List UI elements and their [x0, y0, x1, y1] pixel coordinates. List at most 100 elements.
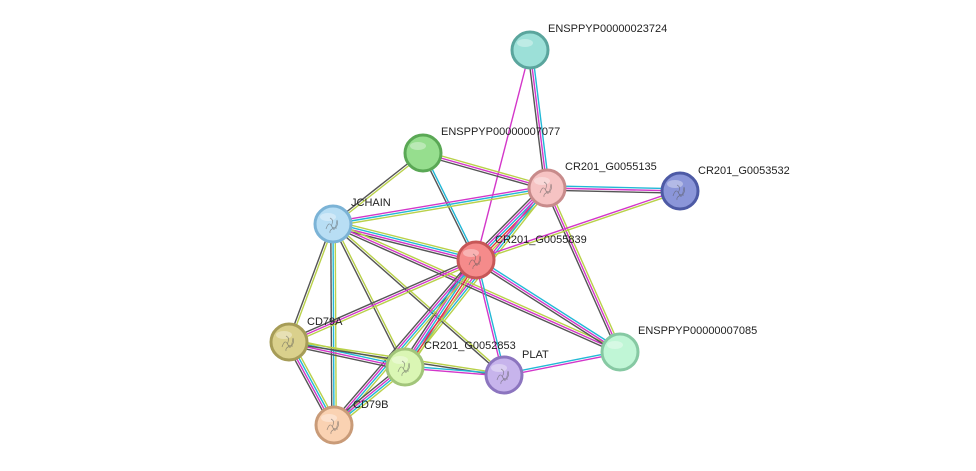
edge-ensppyp00000007077-cr201-g0055135[interactable] [422, 150, 548, 191]
nodes-layer [269, 30, 700, 445]
node-label-cd79a: CD79A [307, 316, 343, 328]
edge-evidence-line [331, 224, 504, 377]
edge-evidence-line [289, 338, 406, 365]
node-ensppyp00000007077[interactable] [403, 133, 443, 173]
edge-evidence-line [333, 189, 548, 227]
protein-structure-icon [397, 360, 410, 377]
node-ensppyp00000007085[interactable] [600, 332, 640, 372]
edge-evidence-line [333, 220, 477, 258]
node-highlight [607, 341, 623, 349]
edge-jchain-cr201-g0055839[interactable] [332, 220, 477, 264]
edge-evidence-line [422, 152, 548, 189]
edge-cd79a-cr201-g0052853[interactable] [288, 338, 406, 371]
edge-evidence-line [503, 350, 620, 375]
edge-evidence-line [289, 261, 478, 345]
node-circle [456, 240, 496, 280]
node-cr201-g0055135[interactable] [527, 168, 567, 208]
node-label-ensppyp00000023724: ENSPPYP00000023724 [548, 23, 667, 35]
edge-evidence-line [531, 49, 550, 188]
edge-ensppyp00000023724-cr201-g0055839[interactable] [475, 49, 531, 261]
edge-evidence-line [546, 187, 621, 353]
edge-evidence-line [476, 259, 506, 375]
edges-layer [285, 49, 681, 429]
edge-jchain-cr201-g0052853[interactable] [331, 223, 407, 368]
node-cd79a[interactable] [269, 322, 309, 362]
edge-evidence-line [333, 222, 477, 260]
edge-evidence-line [529, 49, 548, 189]
edge-evidence-line [474, 261, 620, 355]
node-highlight [463, 249, 479, 257]
edge-cr201-g0053532-cr201-g0055839[interactable] [475, 189, 681, 262]
edge-evidence-line [331, 225, 620, 355]
edge-evidence-line [287, 223, 333, 342]
edge-evidence-line [422, 154, 547, 191]
node-label-cr201-g0055839: CR201_G0055839 [495, 234, 587, 246]
edge-evidence-line [408, 262, 481, 370]
node-circle [660, 171, 700, 211]
edge-jchain-ensppyp00000007085[interactable] [331, 221, 622, 355]
edge-evidence-line [332, 185, 547, 223]
edge-evidence-line [406, 260, 479, 369]
edge-evidence-line [333, 223, 407, 367]
edge-cr201-g0055839-cd79a[interactable] [287, 257, 478, 345]
node-label-cr201-g0052853: CR201_G0052853 [424, 340, 516, 352]
node-cr201-g0052853[interactable] [385, 347, 425, 387]
node-label-ensppyp00000007077: ENSPPYP00000007077 [441, 126, 560, 138]
protein-structure-icon [325, 217, 338, 234]
node-circle [313, 204, 353, 244]
edge-evidence-line [333, 222, 506, 375]
node-cd79b[interactable] [314, 405, 354, 445]
edge-evidence-line [332, 223, 621, 353]
node-circle [527, 168, 567, 208]
protein-structure-icon [496, 368, 509, 385]
node-jchain[interactable] [313, 204, 353, 244]
edge-evidence-line [331, 224, 405, 368]
node-circle [600, 332, 640, 372]
edge-evidence-line [289, 340, 406, 367]
node-ensppyp00000023724[interactable] [510, 30, 550, 70]
edge-evidence-line [330, 257, 475, 424]
edge-jchain-cd79a[interactable] [287, 223, 335, 343]
node-highlight [321, 414, 337, 422]
edge-evidence-line [475, 189, 680, 260]
node-cr201-g0055839[interactable] [456, 240, 496, 280]
node-highlight [534, 177, 550, 185]
edge-evidence-line [423, 150, 548, 187]
edge-evidence-line [547, 185, 681, 190]
protein-structure-icon [672, 184, 685, 201]
edge-evidence-line [334, 260, 478, 427]
labels-layer: ENSPPYP00000023724ENSPPYP00000007077CR20… [307, 23, 790, 411]
node-label-cd79b: CD79B [353, 399, 388, 411]
node-label-ensppyp00000007085: ENSPPYP00000007085 [638, 325, 757, 337]
edge-evidence-line [476, 257, 622, 351]
node-circle [269, 322, 309, 362]
node-circle [314, 405, 354, 445]
edge-plat-ensppyp00000007085[interactable] [503, 350, 621, 377]
node-highlight [392, 356, 408, 364]
edge-cr201-g0055839-ensppyp00000007085[interactable] [474, 257, 622, 355]
edge-evidence-line [288, 344, 405, 371]
edge-cr201-g0055135-cr201-g0053532[interactable] [546, 185, 681, 194]
edge-ensppyp00000023724-cr201-g0055135[interactable] [527, 49, 550, 189]
edge-evidence-line [288, 259, 477, 343]
edge-evidence-line [544, 188, 619, 354]
edge-evidence-line [333, 221, 622, 351]
node-cr201-g0053532[interactable] [660, 171, 700, 211]
node-circle [385, 347, 425, 387]
edge-evidence-line [332, 224, 476, 262]
edge-evidence-line [527, 50, 546, 189]
edge-cr201-g0055839-plat[interactable] [474, 259, 506, 376]
node-highlight [517, 39, 533, 47]
node-label-cr201-g0053532: CR201_G0053532 [698, 165, 790, 177]
edge-evidence-line [504, 352, 621, 377]
node-circle [484, 355, 524, 395]
edge-evidence-line [548, 186, 623, 352]
protein-structure-icon [468, 253, 481, 270]
edge-cr201-g0055135-jchain[interactable] [332, 185, 548, 227]
node-plat[interactable] [484, 355, 524, 395]
node-highlight [410, 142, 426, 150]
edge-jchain-plat[interactable] [331, 222, 506, 377]
edge-evidence-line [332, 226, 476, 264]
edge-cr201-g0055135-ensppyp00000007085[interactable] [544, 186, 623, 354]
